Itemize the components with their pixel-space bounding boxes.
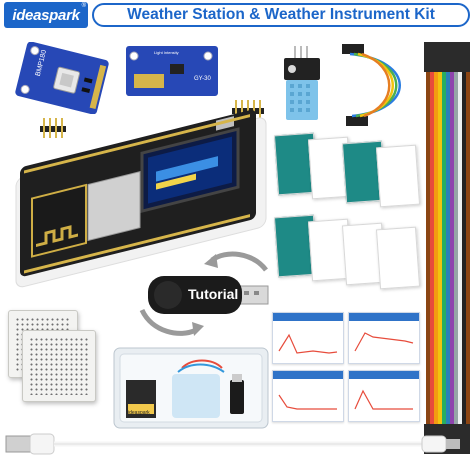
brand-logo: ideaspark ® bbox=[4, 2, 88, 28]
esp8266-oled-board bbox=[10, 98, 272, 294]
curved-arrow-bottom bbox=[136, 304, 208, 342]
breadboard-front bbox=[22, 330, 96, 402]
svg-text:ideaspark: ideaspark bbox=[128, 410, 150, 416]
curved-arrow-top bbox=[200, 246, 270, 280]
title-banner: Weather Station & Weather Instrument Kit bbox=[92, 3, 470, 27]
dht11-sensor-module bbox=[280, 46, 324, 124]
chart-card bbox=[348, 312, 420, 364]
jumper-wires bbox=[336, 40, 418, 128]
storage-box: ideaspark bbox=[112, 344, 270, 432]
svg-text:Light Intensity: Light Intensity bbox=[154, 50, 179, 55]
manual-page bbox=[375, 226, 421, 290]
usb-drive-label: Tutorial bbox=[188, 286, 239, 302]
page-title: Weather Station & Weather Instrument Kit bbox=[127, 6, 435, 23]
chart-card bbox=[348, 370, 420, 422]
header: ideaspark ® Weather Station & Weather In… bbox=[0, 0, 474, 36]
dupont-ribbon-cable bbox=[424, 42, 470, 454]
chart-card bbox=[272, 370, 344, 422]
brand-name: ideaspark bbox=[12, 6, 80, 24]
bmp180-sensor-module: BMP180 bbox=[12, 41, 112, 115]
usb-cable bbox=[4, 426, 470, 462]
usb-drive: Tutorial bbox=[146, 272, 272, 318]
manual-page bbox=[375, 144, 421, 208]
pin-header-left bbox=[40, 118, 66, 138]
registered-mark: ® bbox=[81, 3, 86, 9]
svg-text:GY-30: GY-30 bbox=[194, 76, 211, 82]
tutorial-pages bbox=[273, 128, 421, 290]
gy-30-light-sensor-module: GY-30 Light Intensity bbox=[124, 44, 220, 102]
chart-screenshots bbox=[272, 312, 422, 424]
chart-card bbox=[272, 312, 344, 364]
